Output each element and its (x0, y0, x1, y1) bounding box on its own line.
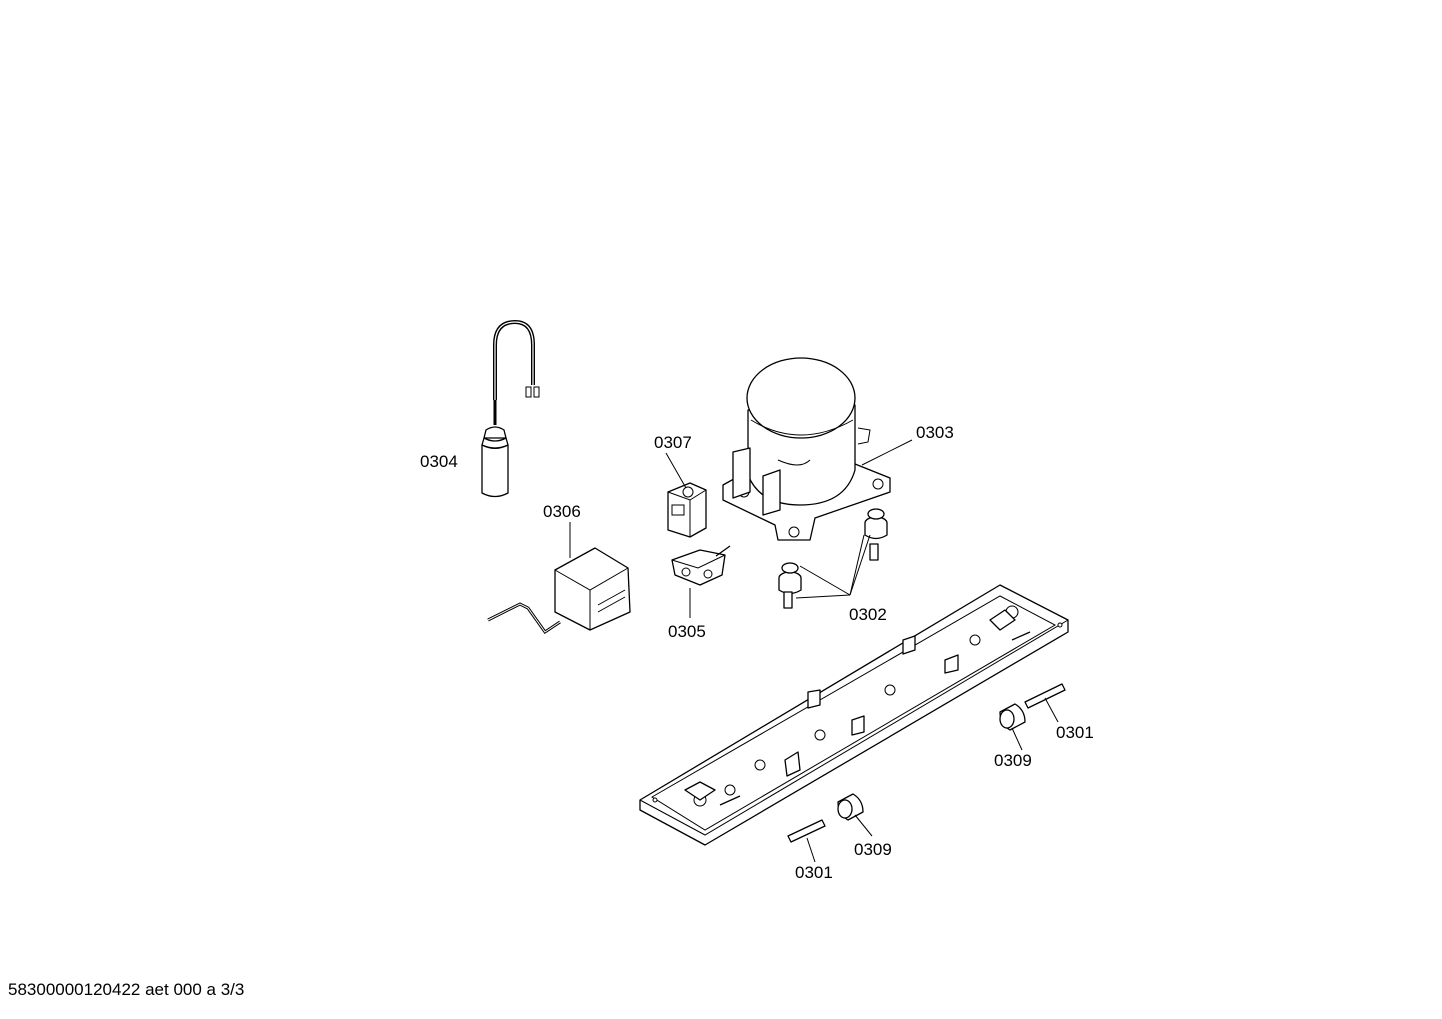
label-0301-right: 0301 (1056, 723, 1094, 742)
pin-0301-right (1024, 683, 1066, 709)
capacitor-0304 (481, 319, 540, 498)
label-0301-bottom: 0301 (795, 863, 833, 882)
spacer-0309-right (999, 703, 1026, 731)
grommets-0302 (778, 508, 888, 609)
label-0303: 0303 (916, 423, 954, 442)
label-0304: 0304 (420, 452, 458, 471)
terminal-cover-0306 (487, 547, 631, 635)
label-0307: 0307 (654, 433, 692, 452)
label-0309-right: 0309 (994, 751, 1032, 770)
relay-0307 (667, 482, 707, 538)
label-0306: 0306 (543, 502, 581, 521)
pin-0301-bottom (787, 819, 826, 843)
label-0302: 0302 (849, 605, 887, 624)
leader-lines (569, 439, 1059, 863)
label-0309-bottom: 0309 (854, 840, 892, 859)
document-reference: 58300000120422 aet 000 a 3/3 (8, 980, 245, 999)
spacer-0309-bottom (837, 793, 864, 821)
compressor-0303 (722, 357, 891, 541)
mounting-rail (639, 584, 1069, 846)
label-0305: 0305 (668, 622, 706, 641)
protector-0305 (671, 545, 731, 586)
